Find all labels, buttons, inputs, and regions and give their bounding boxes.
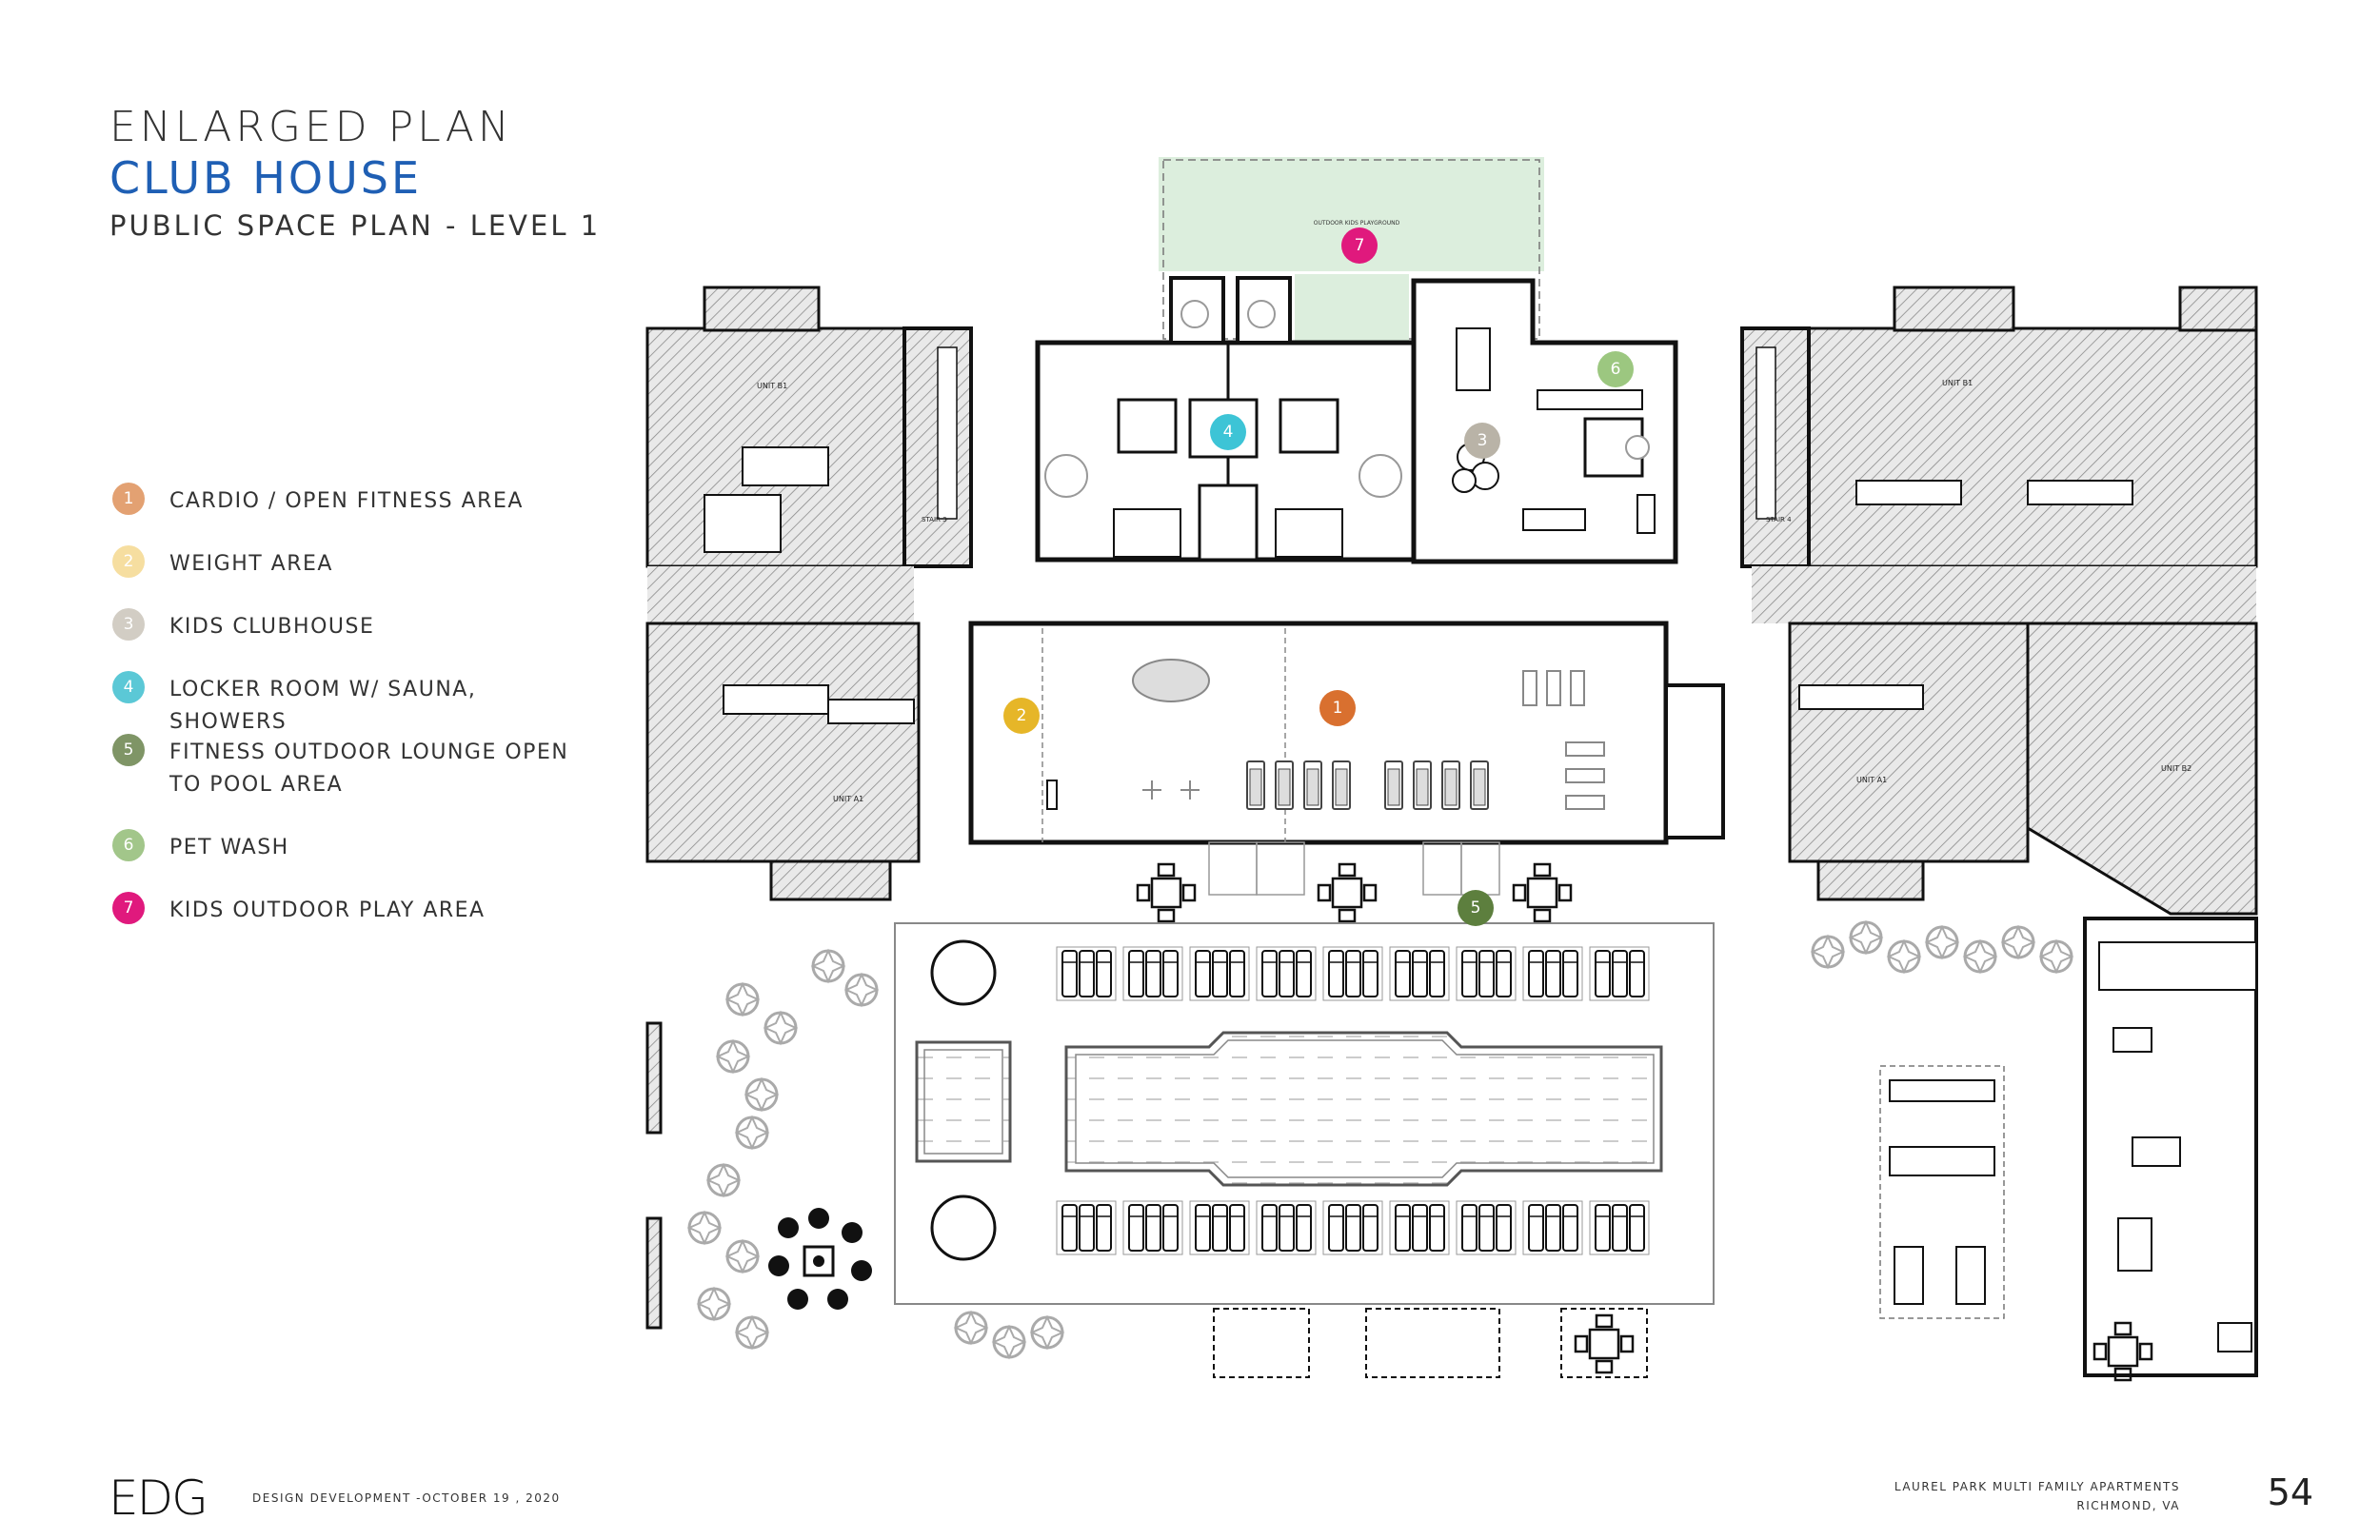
fire-pit-seating [768,1208,872,1310]
plan-marker-4: 4 [1210,414,1246,450]
legend-label: KIDS OUTDOOR PLAY AREA [169,898,486,922]
legend-marker: 5 [112,734,145,766]
legend-marker: 7 [112,892,145,924]
unit-label-a1-left: UNIT A1 [833,795,863,803]
edg-logo: EDG [109,1471,208,1526]
legend-label: LOCKER ROOM W/ SAUNA, SHOWERS [169,678,477,734]
svg-text:3: 3 [1478,431,1488,450]
stair-4-label: STAIR 4 [1766,516,1792,523]
wall-fragment [645,1216,663,1330]
outdoor-lounge-furniture [1136,841,1573,923]
project-info: LAUREL PARK MULTI FAMILY APARTMENTS RICH… [1894,1477,2180,1515]
legend-item-weight: 2 WEIGHT AREA [112,545,607,581]
fire-pit-table [930,939,997,1006]
unit-label-a1-right: UNIT A1 [1856,776,1887,784]
wall-fragment [645,1021,663,1135]
phase-label: DESIGN DEVELOPMENT -OCTOBER 19 , 2020 [252,1491,561,1505]
svg-text:5: 5 [1471,898,1481,918]
legend-label: PET WASH [169,836,289,859]
right-outdoor-area [1879,917,2258,1382]
play-area-label: OUTDOOR KIDS PLAYGROUND [1314,220,1400,227]
legend-item-kids-clubhouse: 3 KIDS CLUBHOUSE [112,608,607,643]
unit-label-b2-right: UNIT B2 [2161,764,2192,773]
plan-marker-7: 7 [1341,227,1378,264]
legend-item-pet-wash: 6 PET WASH [112,829,607,864]
legend-marker: 4 [112,671,145,703]
fitness-center [968,621,1725,845]
legend-label: CARDIO / OPEN FITNESS AREA [169,489,524,513]
plan-title: ENLARGED PLAN [109,103,513,151]
svg-text:2: 2 [1017,706,1027,725]
svg-text:4: 4 [1223,423,1234,442]
svg-text:1: 1 [1333,699,1343,718]
legend-item-fitness-lounge: 5 FITNESS OUTDOOR LOUNGE OPEN TO POOL AR… [112,734,607,801]
svg-text:7: 7 [1355,236,1365,255]
plan-subtitle: PUBLIC SPACE PLAN - LEVEL 1 [109,209,602,242]
legend-item-cardio: 1 CARDIO / OPEN FITNESS AREA [112,483,607,518]
svg-text:6: 6 [1611,360,1621,379]
legend-marker: 3 [112,608,145,641]
fire-pit-table [930,1194,997,1261]
play-area-extension [1295,274,1409,341]
swimming-pool [1064,1031,1663,1187]
plan-marker-2: 2 [1003,698,1040,734]
plan-marker-6: 6 [1597,351,1634,387]
plan-marker-3: 3 [1464,423,1500,459]
plan-marker-5: 5 [1458,890,1494,926]
building-title: CLUB HOUSE [109,152,423,204]
legend-label: WEIGHT AREA [169,552,333,576]
unit-label-b1-left: UNIT B1 [757,382,787,390]
plan-marker-1: 1 [1319,690,1356,726]
legend-label: KIDS CLUBHOUSE [169,615,375,639]
legend-item-kids-play: 7 KIDS OUTDOOR PLAY AREA [112,892,607,927]
page-number: 54 [2267,1471,2313,1513]
spa-pool [915,1040,1012,1163]
locker-room-block [1035,276,1417,563]
left-apartment-wing: UNIT B1 UNIT A1 STAIR 3 [645,286,973,901]
kids-clubhouse-block [1411,278,1678,564]
right-apartment-wing: UNIT B1 UNIT A1 UNIT B2 STAIR 4 [1740,286,2258,916]
legend-item-locker-room: 4 LOCKER ROOM W/ SAUNA, SHOWERS [112,671,607,739]
legend-label: FITNESS OUTDOOR LOUNGE OPEN TO POOL AREA [169,740,569,797]
project-location: RICHMOND, VA [2076,1499,2180,1512]
legend-marker: 2 [112,545,145,578]
stair-3-label: STAIR 3 [922,516,947,523]
legend-marker: 1 [112,483,145,515]
legend-marker: 6 [112,829,145,861]
pool-deck [894,922,1715,1378]
project-name: LAUREL PARK MULTI FAMILY APARTMENTS [1894,1480,2180,1493]
unit-label-b1-right: UNIT B1 [1942,379,1973,387]
